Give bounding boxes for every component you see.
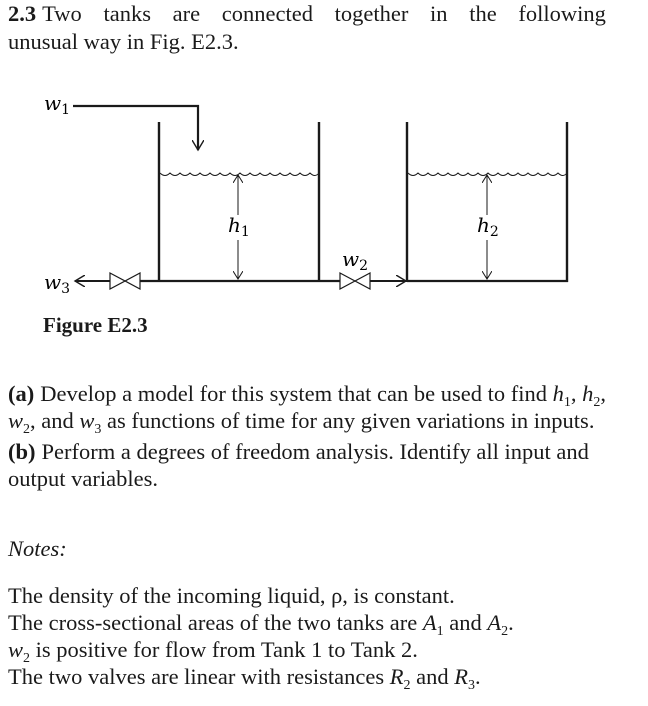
- part-b: (b)Perform a degrees of freedom analysis…: [8, 439, 589, 491]
- note-item: The two valves are linear with resistanc…: [8, 664, 481, 693]
- tank-1: h1: [157, 122, 321, 282]
- problem-parts: (a)Develop a model for this system that …: [8, 380, 606, 496]
- problem-line-2: unusual way in Fig. E2.3.: [8, 29, 239, 54]
- part-a: (a)Develop a model for this system that …: [8, 381, 607, 437]
- valve-w3-icon: [109, 272, 141, 290]
- tank-2: h2: [405, 122, 569, 282]
- note-item: The density of the incoming liquid, ρ, i…: [8, 583, 455, 608]
- part-b-tag: (b): [8, 439, 36, 464]
- label-w3: w3: [44, 270, 70, 297]
- note-item: w2 is positive for flow from Tank 1 to T…: [8, 637, 418, 666]
- label-w2: w2: [342, 247, 368, 274]
- water-surface-tank-1: [159, 172, 320, 176]
- figure-caption: Figure E2.3: [43, 313, 148, 337]
- valve-w2-icon: [339, 272, 371, 290]
- part-a-tag: (a): [8, 381, 35, 406]
- problem-number: 2.3: [8, 1, 37, 26]
- inlet-w1: w1: [44, 91, 198, 150]
- water-surface-tank-2: [407, 172, 568, 176]
- two-tank-diagram: w1 h1 h2 w3: [44, 91, 569, 297]
- label-h2: h2: [477, 213, 499, 240]
- note-item: The cross-sectional areas of the two tan…: [8, 610, 514, 639]
- label-w1: w1: [44, 91, 70, 118]
- label-h1: h1: [228, 213, 250, 240]
- notes-list: The density of the incoming liquid, ρ, i…: [8, 582, 628, 693]
- notes-heading: Notes:: [8, 536, 67, 561]
